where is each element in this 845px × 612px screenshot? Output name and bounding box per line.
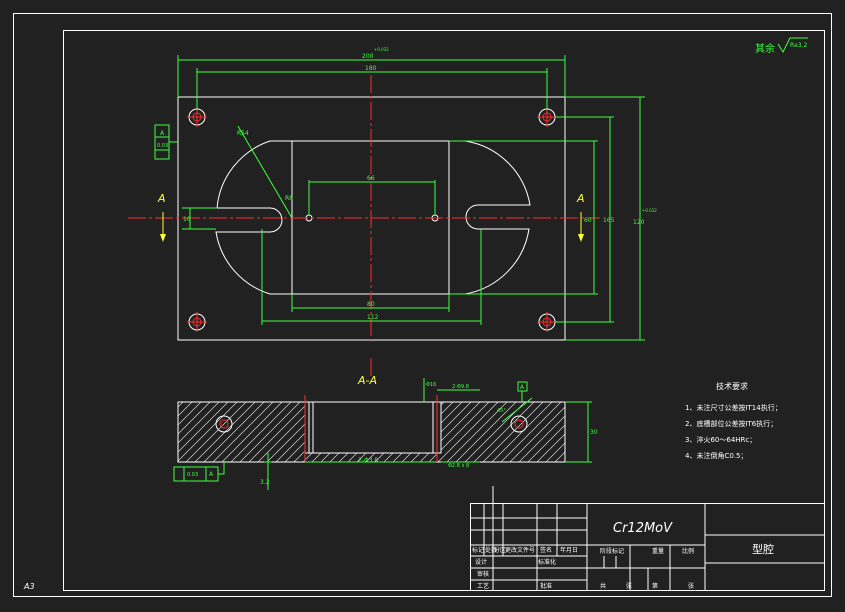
note-item-3: 3、淬火60～64HRc； [685,435,756,444]
dim-section-thickness: 30 [590,429,598,436]
tb-page-sheet: 张 [688,582,694,590]
dim-hole-diameter: 2-Φ3.8 [358,457,378,464]
tol-datum: A [520,384,525,391]
tol-flatness-ref: A [160,130,165,137]
dim-overall-height: 120 [633,219,645,226]
tb-sheet: 张 [626,582,632,590]
note-item-4: 4、未注倒角C0.5； [685,451,747,460]
section-title: A-A [357,374,377,387]
roughness-prefix: 其余 [755,42,775,55]
dim-inner-width: 66 [367,175,375,182]
tb-stage-mark: 阶段标记 [600,547,624,555]
dim-inner-height: 60 [584,217,592,224]
dim-overall-width: 200 [362,53,374,60]
tb-sign: 签名 [540,546,552,554]
roughness-check-icon [777,37,808,54]
cavity-profile [215,140,531,295]
roughness-symbol: 其余 Ra3.2 [755,37,808,55]
tb-change-doc: 更改文件号 [505,546,535,554]
technical-notes: 技术要求 1、未注尺寸公差按IT14执行； 2、底槽部位公差按IT6执行； 3、… [685,381,782,460]
top-view-dimensions: 200 +0.032 180 66 80 112 60 165 120 +0.0… [154,47,657,341]
tb-approve: 批准 [540,582,552,590]
dim-notch-radius: R8 [285,195,293,202]
tb-process: 工艺 [477,582,489,590]
notes-title: 技术要求 [716,381,748,391]
section-cavity [304,401,442,454]
title-material: Cr12MoV [613,521,673,536]
section-features [215,395,528,462]
section-label-right: A [576,192,585,205]
dim-section-1: Φ16 [426,382,436,388]
tb-page: 第 [652,582,658,590]
section-dimensions: 30 3.2 2-Φ3.8 Φ16 2-Φ9.8 Φ2.8 x 8 45° A … [173,378,598,490]
dim-notch-width: 16 [183,216,191,223]
roughness-value: Ra3.2 [790,42,807,49]
dim-radius: R54 [237,130,249,137]
note-item-1: 1、未注尺寸公差按IT14执行； [685,403,782,412]
sheet-size-label: A3 [23,582,35,591]
tol-flatness-value: 0.03 [157,143,168,149]
title-part-name: 型腔 [752,542,774,556]
tb-scale: 比例 [682,547,694,555]
dim-section-3: Φ2.8 x 8 [448,463,469,469]
dim-section-2: 2-Φ9.8 [452,384,469,390]
corner-holes [188,108,556,331]
inner-border [63,30,825,591]
title-block: Cr12MoV 型腔 标记 处数 分区 更改文件号 签名 年月日 设计 标准化 … [470,486,825,591]
tb-total: 共 [600,582,606,590]
tb-zone: 分区 [494,546,506,554]
section-arrows: A A [157,192,585,242]
tb-mark: 标记 [472,546,484,554]
dim-overall-width-tol: +0.032 [374,47,389,52]
dim-slot-outer-width: 112 [367,314,379,321]
outer-border [13,13,832,597]
note-item-2: 2、底槽部位公差按IT6执行； [685,419,777,428]
section-label-left: A [157,192,166,205]
tb-count: 处数 [485,546,497,554]
dim-angle: 45° [497,408,506,414]
tb-weight: 重量 [652,547,664,555]
tol-parallelism-ref: A [209,471,214,478]
tol-parallelism-value: 0.03 [187,472,198,478]
tb-standardize: 标准化 [538,558,556,566]
dim-overall-height-tol: +0.032 [642,208,657,213]
tb-review: 审核 [477,570,489,578]
dim-hole-spacing-x: 180 [365,65,377,72]
dim-slot-width: 80 [367,301,375,308]
tb-date: 年月日 [560,546,578,554]
center-lines [128,75,600,376]
dim-depth: 3.2 [260,479,270,486]
tb-design: 设计 [475,558,487,566]
dim-hole-spacing-y: 165 [603,217,615,224]
